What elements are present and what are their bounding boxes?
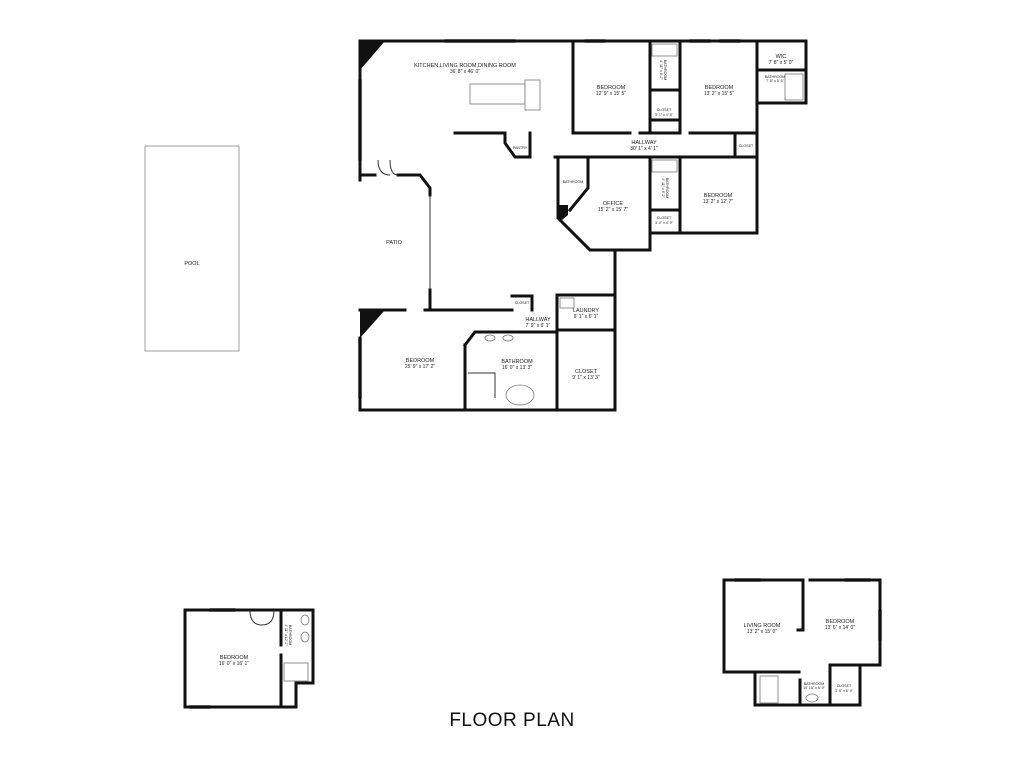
room-text: 4' 11" x 8' 2" <box>659 60 663 80</box>
guest-bedroom-label: BEDROOM <box>220 655 249 661</box>
room-text: BEDROOM <box>705 85 734 91</box>
room-text: CLOSET <box>515 301 530 305</box>
room-text: 7' 8" x 5' 5" <box>766 79 784 83</box>
room-text: BATHROOM <box>765 75 786 79</box>
room-text: 4' 11" x 6' 2" <box>661 178 665 198</box>
room-text: 15' 2" x 15' 7" <box>598 207 628 213</box>
room-text: 30' 1" x 4' 1" <box>630 146 658 152</box>
casita-bedroom-size: 13' 6" x 14' 0" <box>825 625 855 631</box>
casita-closet-size: 3' 9" x 6' 9" <box>835 689 853 693</box>
guest-bathroom-label: BATHROOM <box>288 625 292 646</box>
casita-living-room-label: LIVING ROOM <box>744 623 781 629</box>
casita-living-room-size: 13' 2" x 15' 0" <box>747 629 777 635</box>
room-text: BEDROOM <box>406 358 435 364</box>
room-text: 9' 1" x 6' 1" <box>574 314 599 320</box>
casita-bedroom-label: BEDROOM <box>826 619 855 625</box>
casita-bathroom-size: 10' 10" x 6' 9" <box>803 686 825 690</box>
room-text: LAUNDRY <box>573 308 600 314</box>
room-text: BEDROOM <box>704 193 733 199</box>
room-text: WIC <box>776 54 787 60</box>
room-text: BATHROOM <box>501 359 533 365</box>
room-text: PATIO <box>386 240 402 246</box>
room-text: 36' 8" x 46' 0" <box>450 69 480 75</box>
room-text: 12' 9" x 15' 5" <box>596 91 626 97</box>
room-text: 13' 2" x 15' 5" <box>704 91 734 97</box>
room-text: 7' 8" x 5' 0" <box>769 60 794 66</box>
room-text: HALLWAY <box>631 140 657 146</box>
room-text: 25' 9" x 17' 2" <box>405 364 435 370</box>
floor-plan-title: FLOOR PLAN <box>449 710 575 731</box>
room-text: 16' 0" x 13' 3" <box>502 365 532 371</box>
pool-label: POOL <box>184 261 199 267</box>
room-text: OFFICE <box>603 201 623 207</box>
room-text: 3' 0" x 4' 9" <box>655 221 673 225</box>
room-text: KITCHEN,LIVING ROOM,DINING ROOM <box>414 63 516 69</box>
room-text: PANTRY <box>513 146 528 150</box>
casita: LIVING ROOM 13' 2" x 15' 0" BEDROOM 13' … <box>722 578 882 707</box>
casita-closet-label: CLOSET <box>837 684 852 688</box>
main-house-labels: KITCHEN,LIVING ROOM,DINING ROOM 36' 8" x… <box>386 54 793 381</box>
room-text: 9' 1" x 13' 3" <box>572 375 600 381</box>
room-text: 7' 9" x 6' 1" <box>526 323 551 329</box>
guest-bathroom-size: 4' 11" x 12' 2" <box>284 624 288 646</box>
room-text: CLOSET <box>657 108 672 112</box>
guest-house: BEDROOM 16' 0" x 16' 1" BATHROOM 4' 11" … <box>183 608 315 709</box>
room-text: 3' 1" x 4' 8" <box>655 113 673 117</box>
room-text: HALLWAY <box>525 317 551 323</box>
main-house <box>358 39 808 412</box>
casita-bathroom-label: BATHROOM <box>804 682 825 686</box>
room-text: BATHROOM <box>665 178 669 199</box>
room-text: CLOSET <box>657 216 672 220</box>
room-text: BATHROOM <box>663 60 667 81</box>
room-text: 13' 2" x 12' 7" <box>703 199 733 205</box>
room-text: BATHROOM <box>563 180 584 184</box>
pool <box>144 145 240 352</box>
room-text: CLOSET <box>575 369 598 375</box>
room-text: CLOSET <box>739 144 754 148</box>
room-text: BEDROOM <box>597 85 626 91</box>
guest-bedroom-size: 16' 0" x 16' 1" <box>219 661 249 667</box>
